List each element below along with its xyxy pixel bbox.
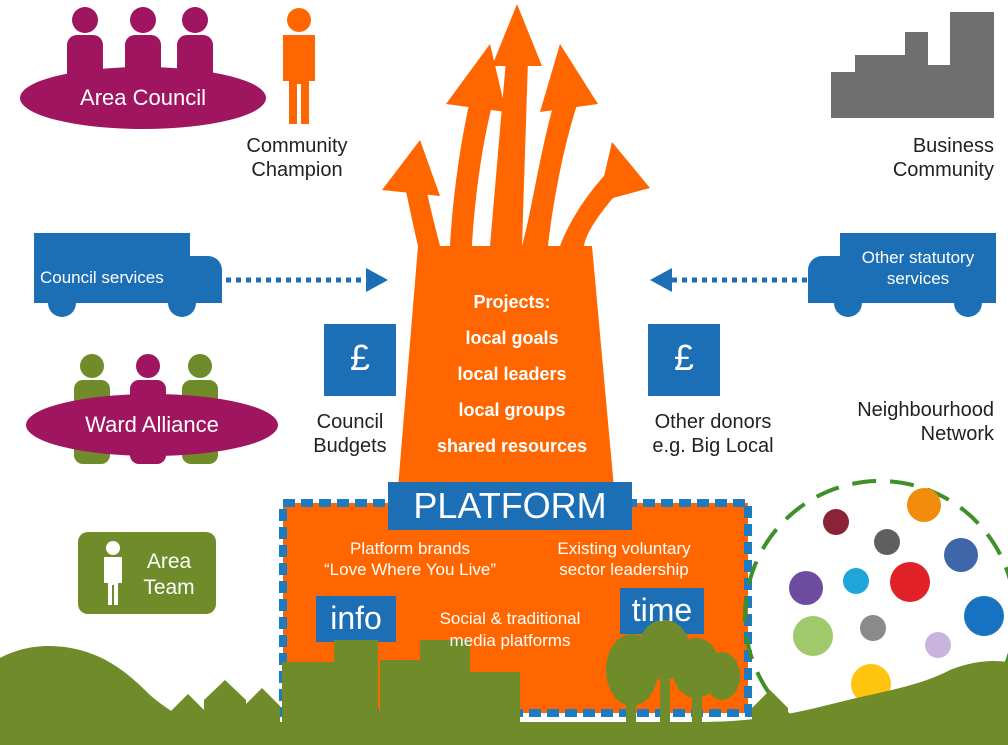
- area-team-line-1: Area: [146, 550, 192, 573]
- projects-item: local leaders: [457, 364, 567, 384]
- platform-media-line-1: Social & traditional: [439, 609, 581, 628]
- platform-voluntary-line-1: Existing voluntary: [557, 539, 691, 558]
- pound-sign-icon: [648, 324, 720, 396]
- council-budgets-line-1: Council: [316, 411, 384, 433]
- area-team-label: Area Team: [126, 549, 212, 601]
- building-icon: [831, 12, 994, 118]
- community-champion-label: Community Champion: [232, 134, 362, 182]
- other-statutory-line-2: services: [886, 269, 950, 288]
- arrow-icon: [382, 4, 650, 488]
- person-icon: [283, 8, 315, 124]
- platform-brands-label: Platform brands “Love Where You Live”: [300, 538, 520, 580]
- landscape: [380, 640, 520, 745]
- council-budgets-pound: £: [349, 337, 371, 378]
- projects-item: shared resources: [436, 436, 588, 456]
- area-council-group: [20, 7, 266, 129]
- neighbourhood-network-label: Neighbourhood Network: [800, 398, 994, 446]
- business-community-label: Business Community: [850, 134, 994, 182]
- neighbourhood-network-line-1: Neighbourhood: [857, 399, 994, 421]
- arrow-icon: [650, 268, 822, 292]
- community-champion-line-1: Community: [246, 135, 348, 157]
- truck-icon: [34, 233, 222, 317]
- landscape: [0, 646, 1008, 745]
- projects-list: Projects: local goals local leaders loca…: [412, 284, 612, 464]
- platform-media-label: Social & traditional media platforms: [410, 608, 610, 652]
- pound-sign-icon: [324, 324, 396, 396]
- business-community-line-2: Community: [892, 159, 994, 181]
- platform-brands-line-2: “Love Where You Live”: [324, 560, 496, 579]
- projects-item: local goals: [465, 328, 559, 348]
- area-council-ellipse: [20, 67, 266, 129]
- platform-voluntary-label: Existing voluntary sector leadership: [524, 538, 724, 580]
- other-statutory-line-1: Other statutory: [861, 248, 975, 267]
- arrow-icon: [216, 268, 388, 292]
- tree-icon: [606, 620, 740, 730]
- neighbourhood-network-line-2: Network: [920, 423, 994, 445]
- ward-alliance-ellipse: [26, 394, 278, 456]
- business-community-line-1: Business: [912, 135, 994, 157]
- projects-item: local groups: [458, 400, 566, 420]
- other-statutory-services-label: Other statutory services: [840, 247, 996, 289]
- ward-alliance-label: Ward Alliance: [85, 412, 219, 437]
- time-label: time: [631, 592, 693, 628]
- other-donors-line-1: Other donors: [654, 411, 772, 433]
- platform-voluntary-line-2: sector leadership: [559, 560, 689, 579]
- community-champion-line-2: Champion: [251, 159, 343, 181]
- other-donors-pound: £: [673, 337, 695, 378]
- platform-title: PLATFORM: [413, 485, 607, 526]
- other-donors-line-2: e.g. Big Local: [652, 435, 774, 457]
- council-budgets-label: Council Budgets: [290, 410, 410, 458]
- person-icon: [104, 541, 122, 605]
- council-services-label: Council services: [40, 268, 164, 287]
- area-council-label: Area Council: [80, 85, 206, 110]
- platform-media-line-2: media platforms: [449, 631, 571, 650]
- council-budgets-line-2: Budgets: [313, 435, 387, 457]
- platform-title-box: [388, 482, 632, 530]
- info-box: [316, 596, 396, 642]
- other-donors-label: Other donors e.g. Big Local: [628, 410, 798, 458]
- network-boundary: [743, 479, 1008, 745]
- info-label: info: [330, 600, 382, 636]
- network-dot-icon: [789, 488, 1004, 704]
- ward-alliance-group: [26, 354, 278, 464]
- projects-heading: Projects:: [473, 292, 551, 312]
- truck-icon: [808, 233, 996, 317]
- area-team-line-2: Team: [143, 576, 195, 599]
- platform-brands-line-1: Platform brands: [350, 539, 470, 558]
